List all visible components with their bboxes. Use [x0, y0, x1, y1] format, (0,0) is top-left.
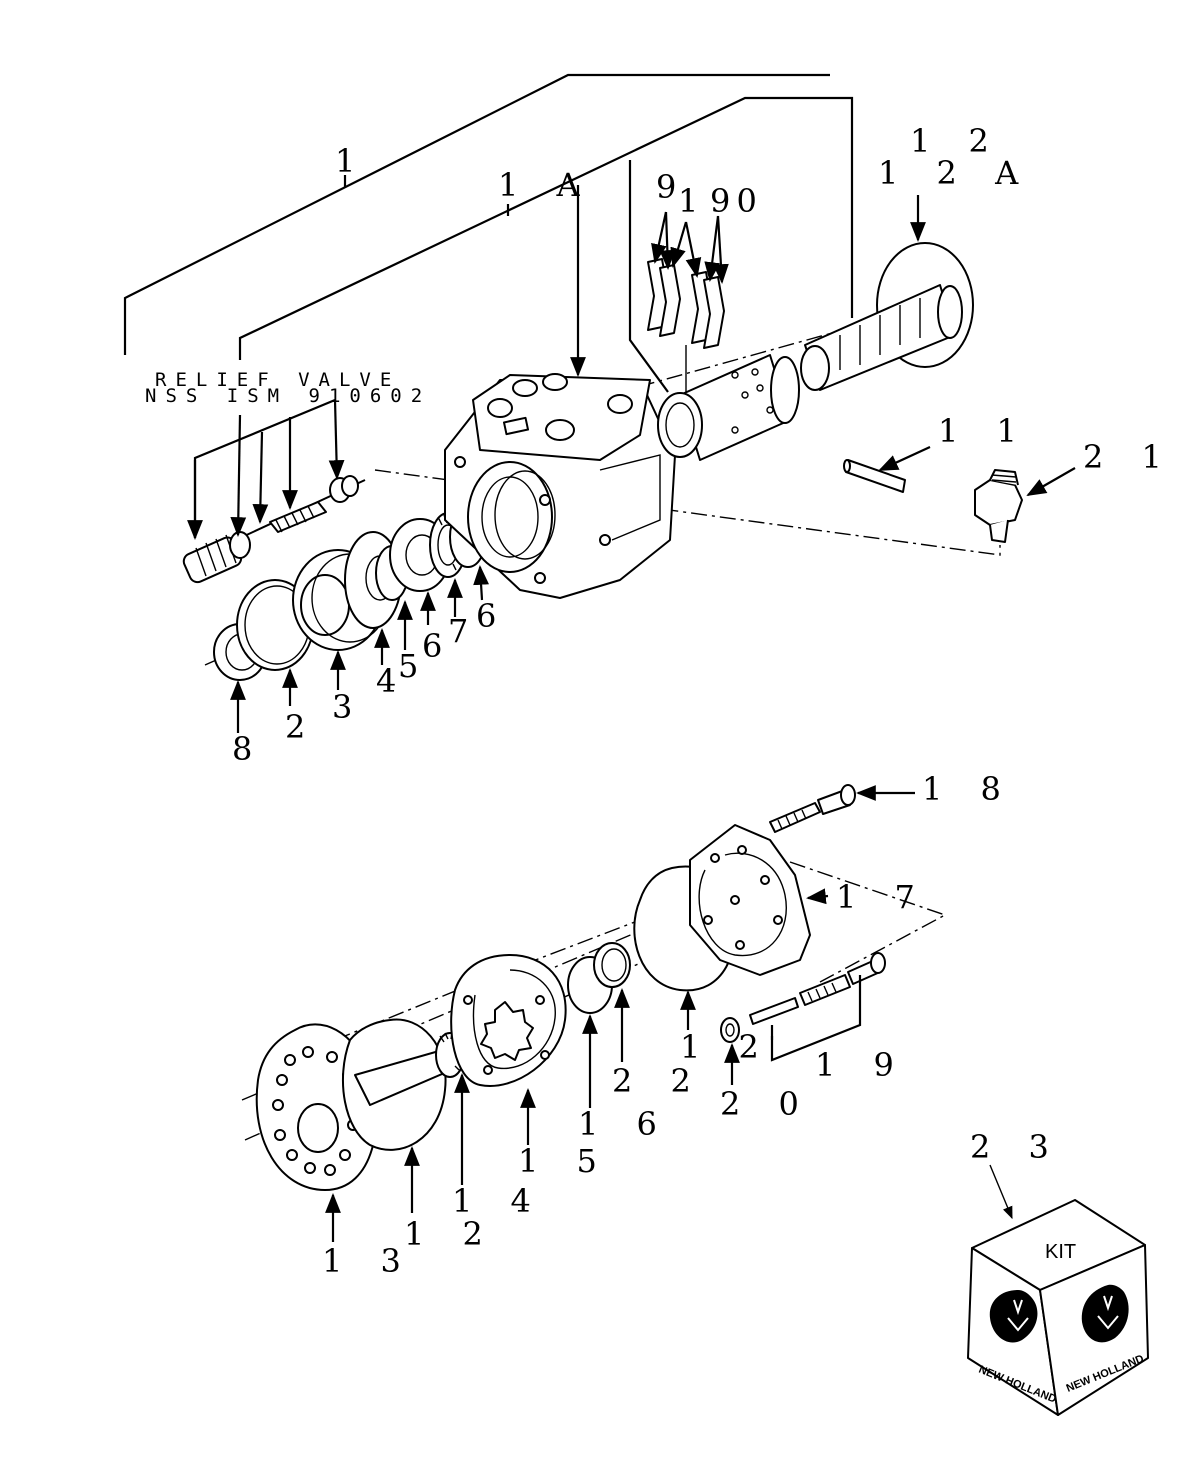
callout-17: 1 7 — [836, 878, 929, 916]
callout-15: 1 5 — [518, 1142, 611, 1180]
gerotor-15 — [450, 954, 567, 1087]
callout-4: 4 — [376, 662, 410, 700]
callout-11: 1 1 — [938, 412, 1031, 450]
valve-housing — [444, 373, 676, 599]
callout-9-left: 9 — [656, 168, 690, 206]
callout-14: 1 4 — [452, 1182, 545, 1220]
relief-valve-note: RELIEF VALVE — [155, 369, 400, 391]
callout-8: 8 — [232, 730, 266, 768]
kit-box-23: KIT NEW HOLLAND NEW HOLLAND — [967, 1164, 1149, 1416]
fitting-21 — [974, 467, 1076, 543]
seal-22 — [593, 942, 631, 988]
pin-11 — [843, 446, 931, 493]
callout-22: 2 2 — [612, 1062, 705, 1100]
callout-16: 1 6 — [578, 1105, 671, 1143]
callout-12a: 1 2 A — [878, 154, 1032, 192]
callout-13: 1 3 — [322, 1242, 415, 1280]
centering-springs — [647, 211, 729, 395]
callout-6b: 6 — [476, 597, 510, 635]
callout-9-right: 9 — [710, 182, 744, 220]
callout-12-top: 1 2 — [910, 122, 1003, 160]
callout-12-mid: 1 2 — [680, 1028, 773, 1066]
nss-ism-note: NSS ISM 910602 — [145, 385, 431, 407]
nut-20 — [720, 1017, 740, 1085]
callout-numbers: 1 1 A 1 2 1 2 A 9 1 0 9 1 1 2 1 8 2 3 4 … — [232, 122, 1176, 1280]
callout-21: 2 1 — [1083, 438, 1176, 476]
callout-18: 1 8 — [922, 770, 1015, 808]
callout-2: 2 — [285, 708, 319, 746]
callout-7: 7 — [448, 612, 482, 650]
relief-valve-leaders — [187, 398, 345, 540]
callout-12-low: 1 2 — [404, 1215, 497, 1253]
callout-1a: 1 A — [498, 166, 594, 204]
callout-10: 1 0 — [678, 182, 771, 220]
group-bracket-lines — [123, 73, 854, 393]
leaf-logo-icon — [1081, 1284, 1129, 1343]
callout-23: 2 3 — [970, 1128, 1063, 1166]
bolt-18 — [769, 784, 915, 833]
callout-20: 2 0 — [720, 1085, 813, 1123]
relief-valve-poppet — [182, 475, 366, 584]
callout-19: 1 9 — [815, 1046, 908, 1084]
spool-12 — [800, 195, 974, 391]
gland-3 — [292, 549, 389, 651]
sleeve-and-spool — [657, 354, 800, 461]
lower-callout-leaders — [325, 988, 696, 1242]
callout-6a: 6 — [422, 627, 456, 665]
upper-callout-leaders — [230, 565, 489, 733]
end-cap-17 — [689, 824, 829, 976]
callout-1: 1 — [335, 142, 369, 180]
leaf-logo-icon — [989, 1290, 1038, 1343]
callout-5: 5 — [398, 647, 432, 685]
bolt-set-19 — [749, 952, 886, 1062]
callout-3: 3 — [332, 688, 366, 726]
kit-label: KIT — [1045, 1241, 1076, 1263]
